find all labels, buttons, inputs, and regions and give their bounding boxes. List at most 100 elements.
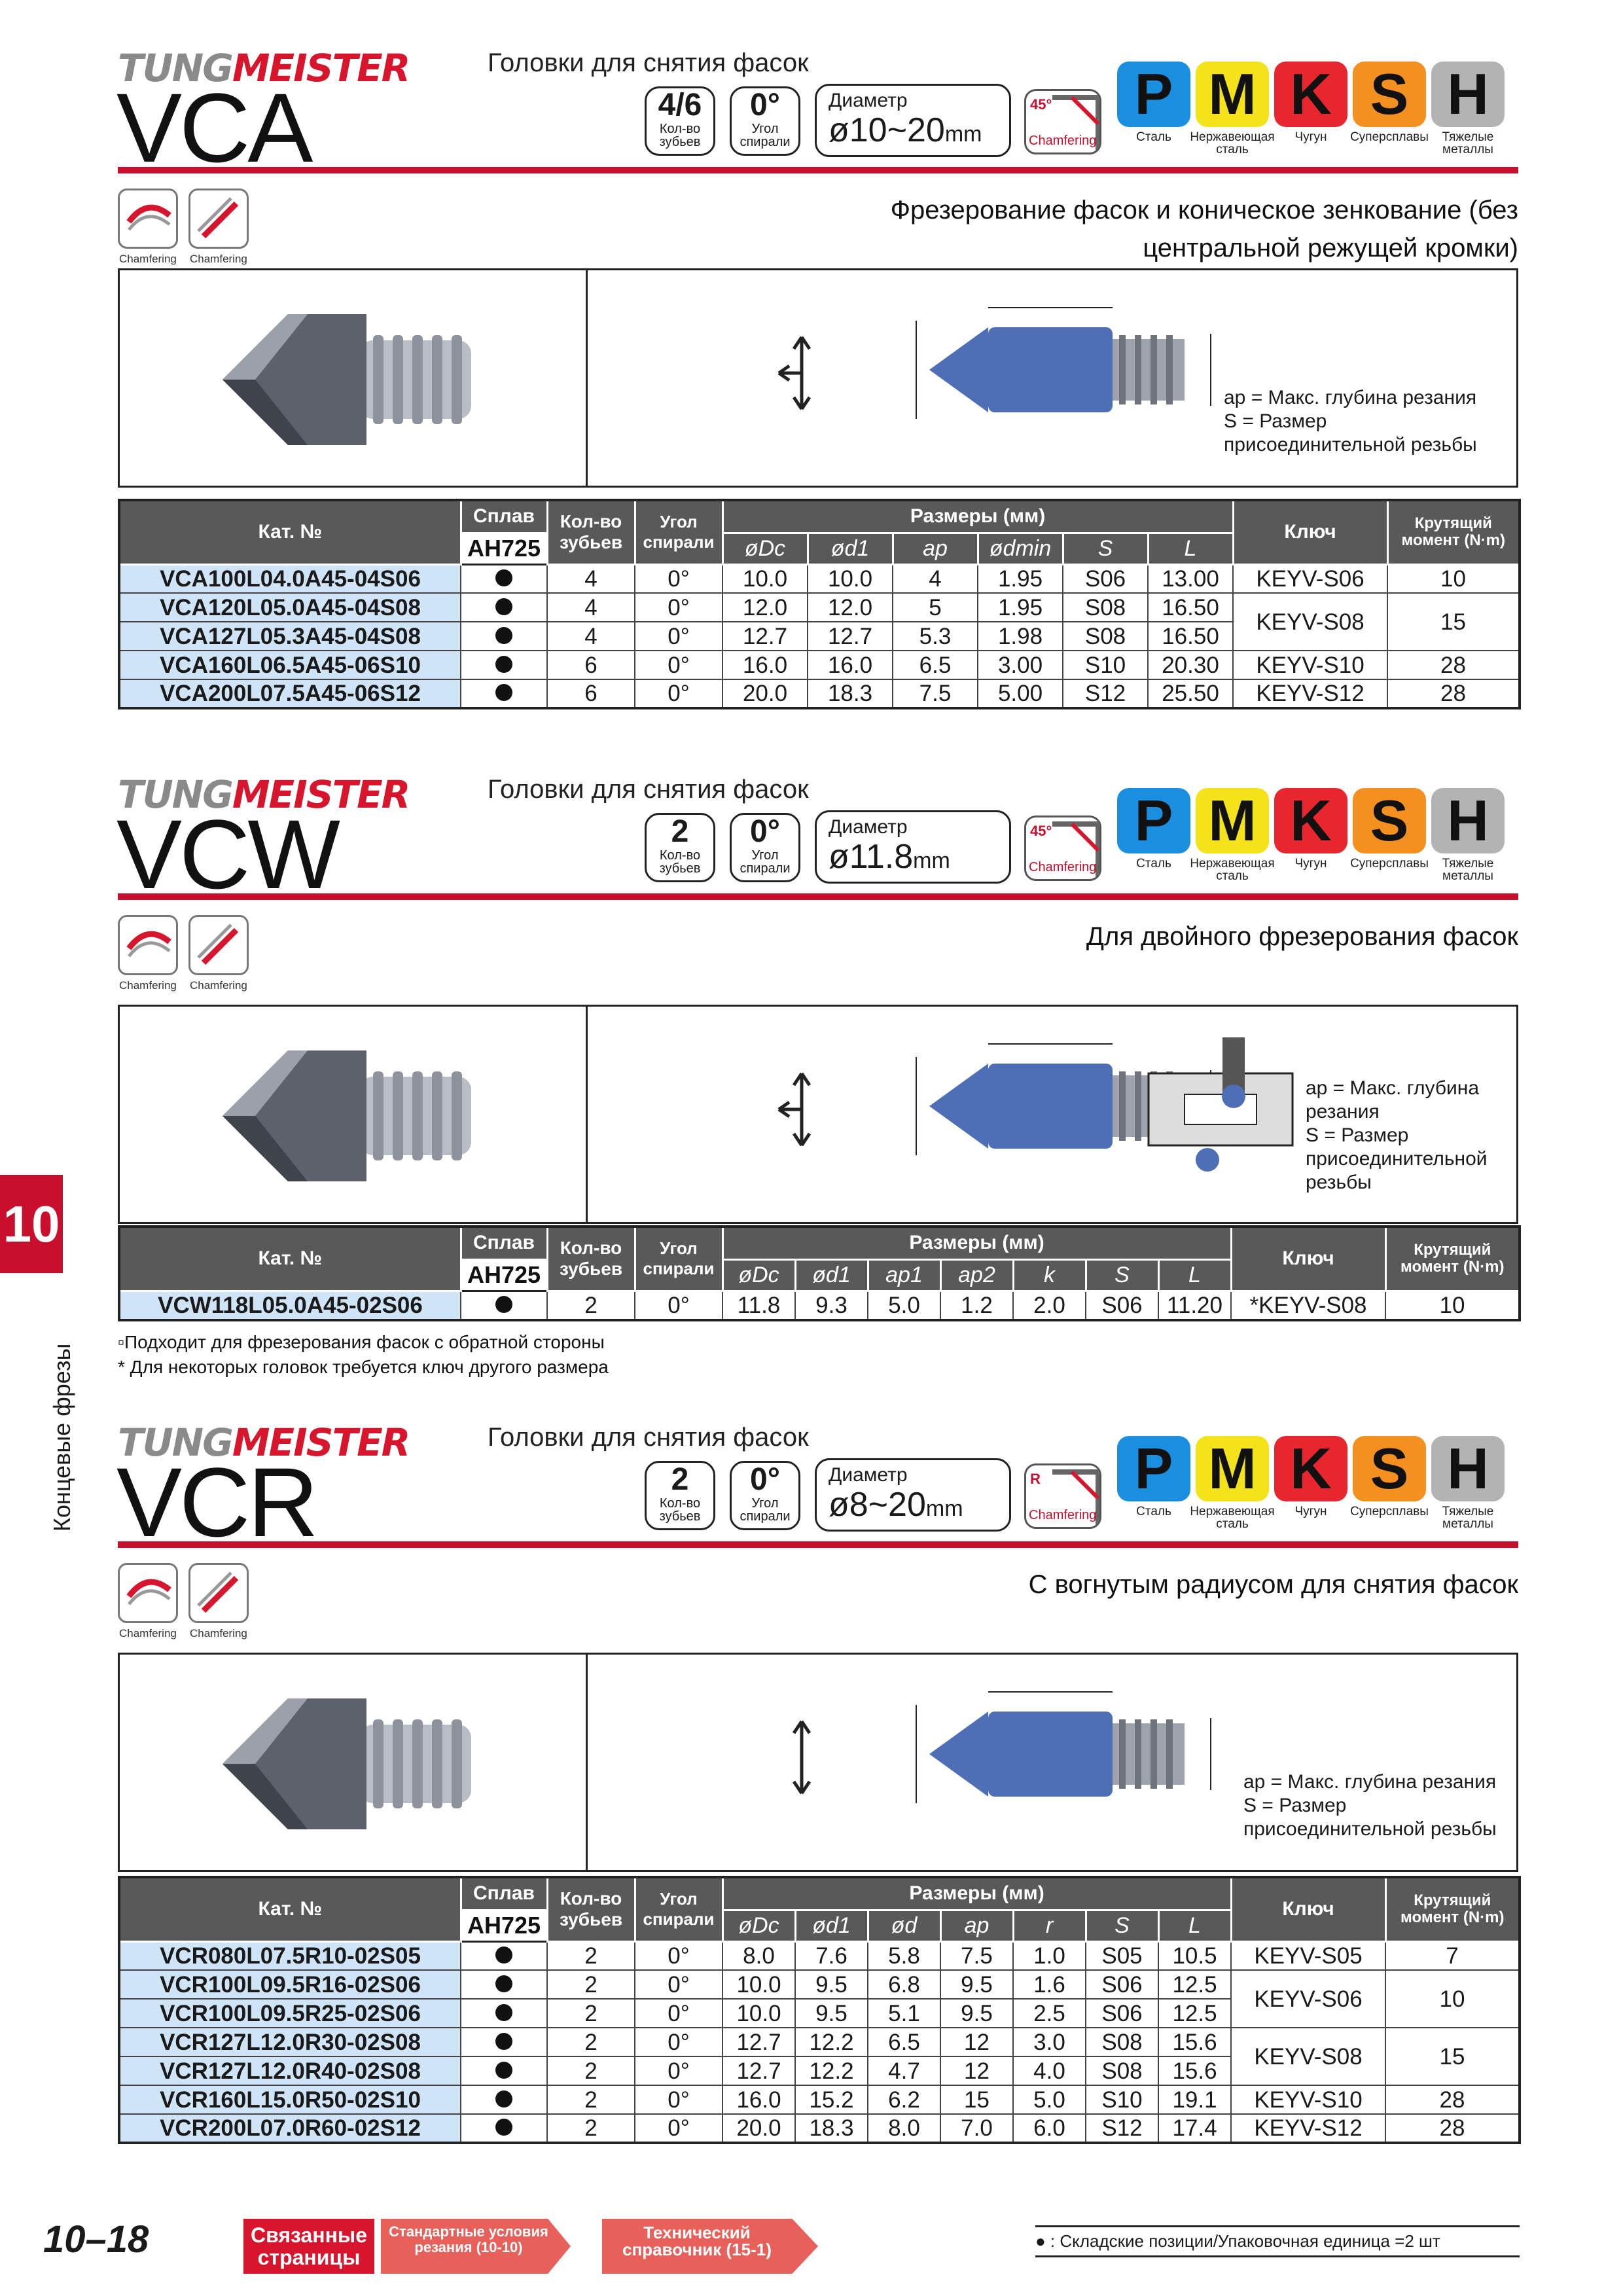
- section-divider: [118, 167, 1518, 173]
- catalog-number: VCR160L15.0R50-02S10: [118, 2085, 461, 2115]
- model-name: VCA: [116, 73, 313, 183]
- helix-angle: 0°: [634, 650, 723, 680]
- catalog-number: VCA127L05.3A45-04S08: [118, 621, 461, 651]
- col-header-grade: AH725: [459, 1258, 548, 1292]
- product-table: Кат. № Сплав Кол-во зубьев Угол спирали …: [118, 1225, 1522, 1321]
- key-name: *KEYV-S08: [1230, 1290, 1387, 1321]
- dim-value: S12: [1062, 679, 1149, 709]
- key-name: KEYV-S08: [1230, 2027, 1387, 2086]
- dim-value: 3.00: [977, 650, 1063, 680]
- chamfer-type-icon: 45°Chamfering: [1024, 89, 1101, 154]
- material-label: Суперсплавы: [1350, 857, 1429, 870]
- dim-value: 9.3: [794, 1290, 868, 1321]
- dim-value: 18.3: [807, 679, 893, 709]
- dim-value: 1.95: [977, 564, 1063, 594]
- stock-dot: [460, 1941, 548, 1971]
- col-header-cat: Кат. №: [118, 499, 462, 565]
- dim-value: 12.7: [807, 621, 893, 651]
- brand-logo: TUNGMEISTER: [118, 772, 410, 817]
- related-pages-label: Связанные страницы: [243, 2219, 374, 2274]
- helix-angle: 0°: [634, 2085, 723, 2115]
- material-s-badge: S: [1353, 788, 1426, 853]
- dim-value: 7.5: [940, 1941, 1014, 1971]
- flute-count: 2: [546, 2085, 635, 2115]
- stock-dot: [460, 2085, 548, 2115]
- material-m-badge: M: [1196, 1436, 1269, 1501]
- dim-value: 12.7: [722, 621, 808, 651]
- flute-count: 6: [546, 679, 635, 709]
- section-subtitle: Головки для снятия фасок: [488, 1423, 809, 1452]
- material-label: Тяжелые металлы: [1442, 130, 1494, 156]
- flute-count: 6: [546, 650, 635, 680]
- stock-dot: [460, 1290, 548, 1321]
- key-name: KEYV-S12: [1232, 679, 1389, 709]
- chamfering-icon: [188, 915, 249, 975]
- col-header-torque: Крутящий момент (N·m): [1386, 499, 1521, 565]
- dim-value: 1.0: [1012, 1941, 1086, 1971]
- chamfering-icon: [118, 188, 178, 249]
- dim-value: 16.0: [722, 650, 808, 680]
- col-header-dim: øDc: [721, 1258, 796, 1292]
- dim-value: 6.5: [867, 2027, 941, 2057]
- catalog-number: VCA160L06.5A45-06S10: [118, 650, 461, 680]
- icon-caption: Chamfering: [190, 1627, 247, 1640]
- page-number: 10–18: [43, 2218, 149, 2261]
- link-tech-reference[interactable]: Технический справочник (15-1): [602, 2219, 818, 2274]
- dim-value: 6.5: [892, 650, 978, 680]
- dim-value: 10.0: [722, 564, 808, 594]
- product-photo: [223, 1050, 471, 1181]
- dim-value: 11.8: [722, 1290, 796, 1321]
- material-p-badge: P: [1117, 1436, 1190, 1501]
- icon-caption: Chamfering: [190, 253, 247, 265]
- dim-value: 2.0: [1012, 1290, 1086, 1321]
- col-header-helix: Угол спирали: [633, 1876, 724, 1943]
- col-header-dim: S: [1084, 1909, 1160, 1943]
- helix-angle: 0°: [634, 679, 723, 709]
- material-k-badge: K: [1274, 62, 1347, 127]
- material-h-badge: H: [1431, 62, 1505, 127]
- torque-value: 28: [1387, 679, 1521, 709]
- catalog-number: VCW118L05.0A45-02S06: [118, 1290, 461, 1321]
- material-s-badge: S: [1353, 62, 1426, 127]
- brand-logo: TUNGMEISTER: [118, 46, 410, 90]
- model-name: VCR: [116, 1447, 319, 1557]
- col-header-dim: r: [1012, 1909, 1087, 1943]
- application-description: Фрезерование фасок и коническое зенкован…: [890, 196, 1518, 262]
- col-header-dim: ød1: [794, 1909, 869, 1943]
- dim-value: 1.2: [940, 1290, 1014, 1321]
- material-m-badge: M: [1196, 62, 1269, 127]
- link-cutting-conditions[interactable]: Стандартные условия резания (10-10): [381, 2219, 571, 2274]
- helix-angle: 0°: [634, 2113, 723, 2144]
- col-header-torque: Крутящий момент (N·m): [1384, 1225, 1521, 1292]
- flute-count: 2: [546, 1941, 635, 1971]
- flute-count: 2: [546, 2113, 635, 2144]
- dim-value: 5.1: [867, 1998, 941, 2028]
- feed-direction-icon: [792, 1720, 812, 1795]
- col-header-cat: Кат. №: [118, 1225, 462, 1292]
- material-label: Суперсплавы: [1350, 130, 1429, 144]
- product-photo: [223, 314, 471, 445]
- dim-value: 12.2: [794, 2056, 868, 2086]
- material-label: Нержавеющая сталь: [1190, 857, 1275, 883]
- material-label: Чугун: [1294, 130, 1327, 144]
- dim-value: S12: [1085, 2113, 1159, 2144]
- col-header-dim: ap1: [866, 1258, 942, 1292]
- material-label: Сталь: [1136, 130, 1171, 144]
- col-header-grade: AH725: [459, 531, 548, 565]
- material-label: Нержавеющая сталь: [1190, 1505, 1275, 1531]
- material-label: Тяжелые металлы: [1442, 857, 1494, 883]
- flute-count: 2: [546, 1290, 635, 1321]
- key-name: KEYV-S06: [1230, 1969, 1387, 2028]
- dim-value: 18.3: [794, 2113, 868, 2144]
